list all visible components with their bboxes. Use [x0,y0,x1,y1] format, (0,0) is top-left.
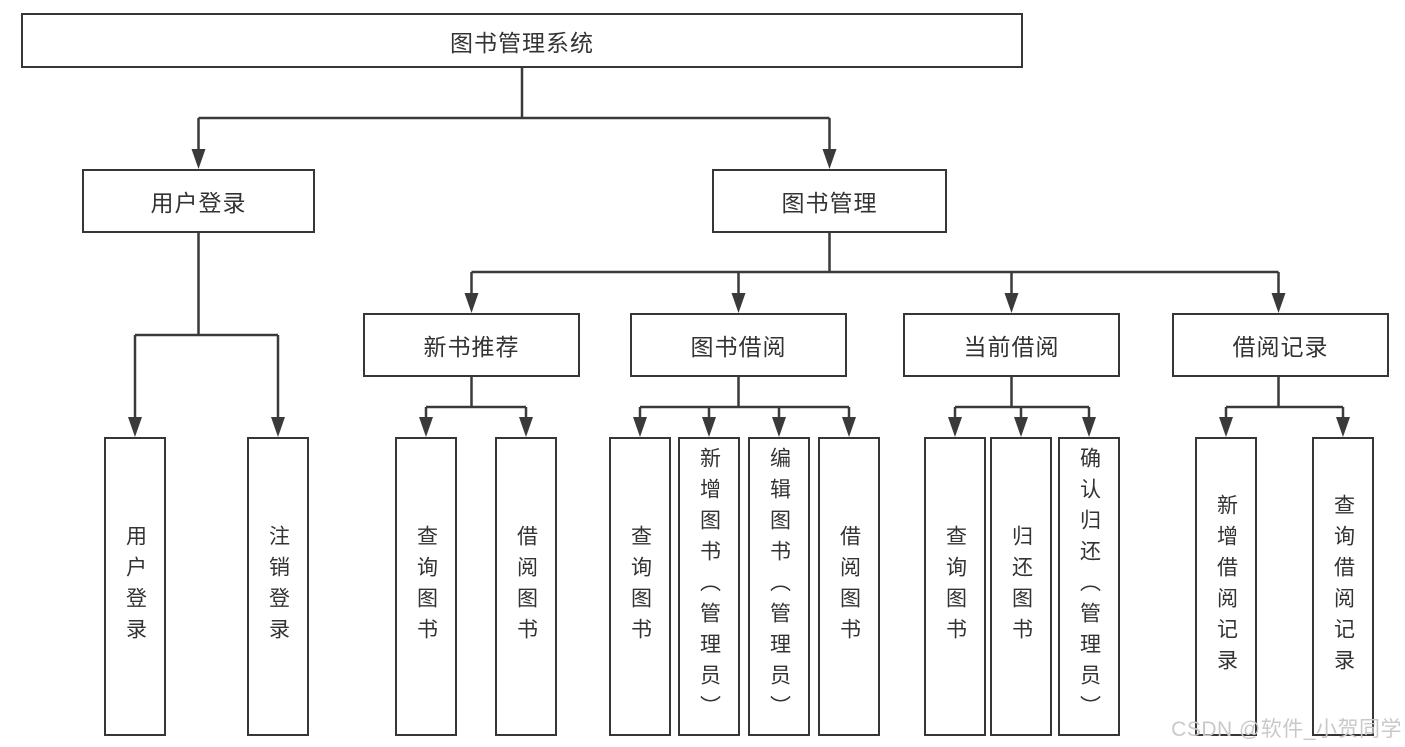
node-label: 借阅图书 [837,524,861,649]
connector-line [470,232,1280,294]
node-label: 确认归还（管理员） [1077,447,1101,726]
leaf-logout: 注销登录 [247,437,309,736]
connector-borrowing-records-to-leaves [1219,377,1350,437]
node-borrowing-records: 借阅记录 [1172,313,1389,377]
node-root: 图书管理系统 [21,13,1023,68]
node-current-borrowing: 当前借阅 [903,313,1120,377]
node-label: 新增借阅记录 [1214,493,1238,680]
connector-current-borrowing-to-leaves [948,377,1096,437]
connector-book-management-to-level3 [464,232,1286,313]
node-label: 借阅记录 [1232,334,1329,360]
node-label: 新增图书（管理员） [697,447,721,726]
node-label: 用户登录 [150,190,247,216]
connector-book-borrowing-to-leaves [633,377,856,437]
leaf-query-books-current: 查询图书 [924,437,986,736]
leaf-borrow-books-recommend: 借阅图书 [495,437,557,736]
connector-line [1224,377,1345,418]
leaf-query-books-borrow: 查询图书 [609,437,671,736]
arrowhead-down-icon [419,417,533,437]
connector-line [638,377,851,418]
connector-line [133,233,280,418]
node-label: 新书推荐 [423,334,520,360]
leaf-borrow-books: 借阅图书 [818,437,880,736]
node-label: 用户登录 [123,524,147,649]
arrowhead-down-icon [464,293,1286,313]
connector-line [953,377,1091,418]
node-label: 查询图书 [414,524,438,649]
connector-line [197,68,831,151]
node-label: 图书管理 [781,190,878,216]
node-label: 编辑图书（管理员） [767,447,791,726]
node-label: 归还图书 [1009,524,1033,649]
leaf-user-login: 用户登录 [104,437,166,736]
leaf-query-borrow-record: 查询借阅记录 [1312,437,1374,736]
leaf-confirm-return-admin: 确认归还（管理员） [1058,437,1120,736]
connector-line [424,377,528,418]
leaf-edit-books-admin: 编辑图书（管理员） [748,437,810,736]
watermark: CSDN @软件_小贺同学 [1171,718,1402,741]
leaf-return-books: 归还图书 [990,437,1052,736]
arrowhead-down-icon [128,417,285,437]
connector-root-to-level2 [191,68,837,169]
leaf-query-books-recommend: 查询图书 [395,437,457,736]
node-new-book-recommend: 新书推荐 [363,313,580,377]
leaf-add-borrow-record: 新增借阅记录 [1195,437,1257,736]
node-label: 借阅图书 [514,524,538,649]
node-label: 图书借阅 [690,334,787,360]
node-label: 查询图书 [943,524,967,649]
connector-user-login-to-leaves [128,233,285,437]
node-label: 查询借阅记录 [1331,493,1355,680]
connector-new-books-to-leaves [419,377,533,437]
arrowhead-down-icon [191,149,837,169]
node-label: 图书管理系统 [450,29,594,56]
node-label: 查询图书 [628,524,652,649]
arrowhead-down-icon [948,417,1096,437]
node-book-management: 图书管理 [712,169,947,233]
arrowhead-down-icon [1219,417,1350,437]
node-user-login: 用户登录 [82,169,315,233]
leaf-add-books-admin: 新增图书（管理员） [678,437,740,736]
arrowhead-down-icon [633,417,856,437]
node-book-borrowing: 图书借阅 [630,313,847,377]
node-label: 当前借阅 [963,334,1060,360]
node-label: 注销登录 [266,524,290,649]
